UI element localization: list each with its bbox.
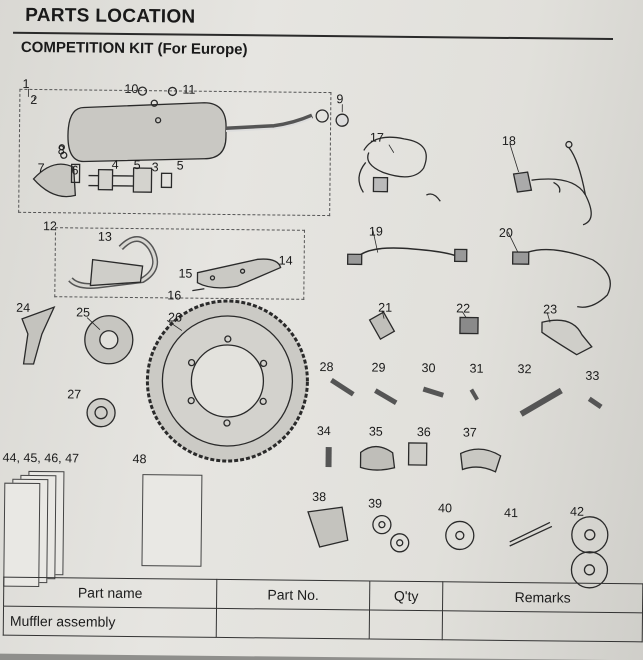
cotter-pin-41	[510, 522, 552, 546]
callout-19: 19	[369, 224, 383, 238]
callout-28: 28	[319, 360, 333, 374]
connector-22	[460, 317, 478, 333]
callout-2: 2	[30, 93, 37, 107]
clamp-37	[460, 449, 500, 472]
callout-16: 16	[167, 288, 181, 302]
callout-40: 40	[438, 501, 452, 515]
bolt-30	[423, 389, 443, 395]
callout-15: 15	[178, 266, 192, 280]
callout-39: 39	[368, 496, 382, 510]
drive-sprocket-25	[85, 316, 134, 365]
wiring-harness-17	[359, 137, 441, 201]
callout-35: 35	[369, 424, 383, 438]
callout-42: 42	[570, 505, 584, 519]
table-cell-remarks	[442, 611, 642, 642]
cable-19	[355, 248, 455, 262]
callout-17: 17	[370, 130, 384, 144]
connector-23	[542, 320, 592, 355]
bolt-29	[375, 391, 396, 403]
table-cell-qty	[369, 610, 442, 640]
callout-4: 4	[112, 158, 119, 172]
callout-13: 13	[98, 230, 112, 244]
switch-18	[513, 141, 592, 225]
col-part-no: Part No.	[217, 579, 370, 610]
callout-41: 41	[504, 506, 518, 520]
callout-37: 37	[463, 425, 477, 439]
parts-table: Part name Part No. Q'ty Remarks Muffler …	[3, 577, 643, 643]
bolt-28	[331, 380, 353, 394]
callout-6: 6	[72, 163, 79, 177]
callout-22: 22	[456, 301, 470, 315]
washer-40	[446, 521, 474, 549]
table-cell-part-no	[216, 608, 369, 639]
callout-5a: 5	[134, 158, 141, 172]
muffler-illustration	[68, 99, 329, 164]
callout-32: 32	[517, 362, 531, 376]
callout-36: 36	[417, 425, 431, 439]
heat-guard-15	[197, 258, 280, 288]
callout-14: 14	[279, 254, 293, 268]
sensor-20	[527, 249, 610, 307]
callout-25: 25	[76, 305, 90, 319]
callout-1: 1	[22, 77, 29, 91]
callout-11: 11	[182, 83, 195, 97]
callout-8: 8	[58, 143, 65, 157]
callout-18: 18	[502, 134, 516, 148]
callout-7: 7	[38, 161, 45, 175]
table-cell-part-name: Muffler assembly	[3, 606, 216, 637]
callout-48: 48	[133, 452, 147, 466]
washer-42	[572, 517, 608, 553]
nut-27	[87, 399, 115, 427]
washer-39	[373, 516, 391, 534]
col-remarks: Remarks	[443, 582, 643, 613]
bracket-24	[22, 307, 55, 364]
manual-48	[141, 474, 202, 567]
callout-9: 9	[336, 92, 343, 106]
bracket-38	[308, 507, 348, 547]
washer-9	[336, 114, 348, 126]
table-row: Muffler assembly	[3, 606, 642, 642]
bolt-33	[589, 399, 601, 407]
bolt-31	[471, 390, 477, 400]
callout-12: 12	[43, 219, 57, 233]
callout-44-47: 44, 45, 46, 47	[3, 451, 80, 466]
callout-24: 24	[16, 301, 30, 315]
col-part-name: Part name	[4, 577, 217, 608]
callout-20: 20	[499, 226, 513, 240]
callout-27: 27	[67, 387, 81, 401]
clip-36	[409, 443, 427, 465]
bolt-32	[521, 390, 561, 414]
callout-31: 31	[469, 362, 483, 376]
col-qty: Q'ty	[370, 581, 443, 611]
callout-33: 33	[585, 369, 599, 383]
callout-26: 26	[168, 310, 182, 324]
callout-10: 10	[124, 82, 138, 96]
grommet-35	[360, 446, 394, 470]
callout-23: 23	[543, 302, 557, 316]
callout-3: 3	[152, 160, 159, 174]
callout-21: 21	[378, 301, 392, 315]
callout-29: 29	[371, 361, 385, 375]
exhaust-pipe-illustration	[70, 238, 155, 286]
connector-21	[370, 312, 395, 339]
callout-30: 30	[421, 361, 435, 375]
callout-5b: 5	[177, 158, 184, 172]
callout-34: 34	[317, 424, 331, 438]
callout-38: 38	[312, 490, 326, 504]
manual-stack-44-47	[3, 483, 40, 587]
